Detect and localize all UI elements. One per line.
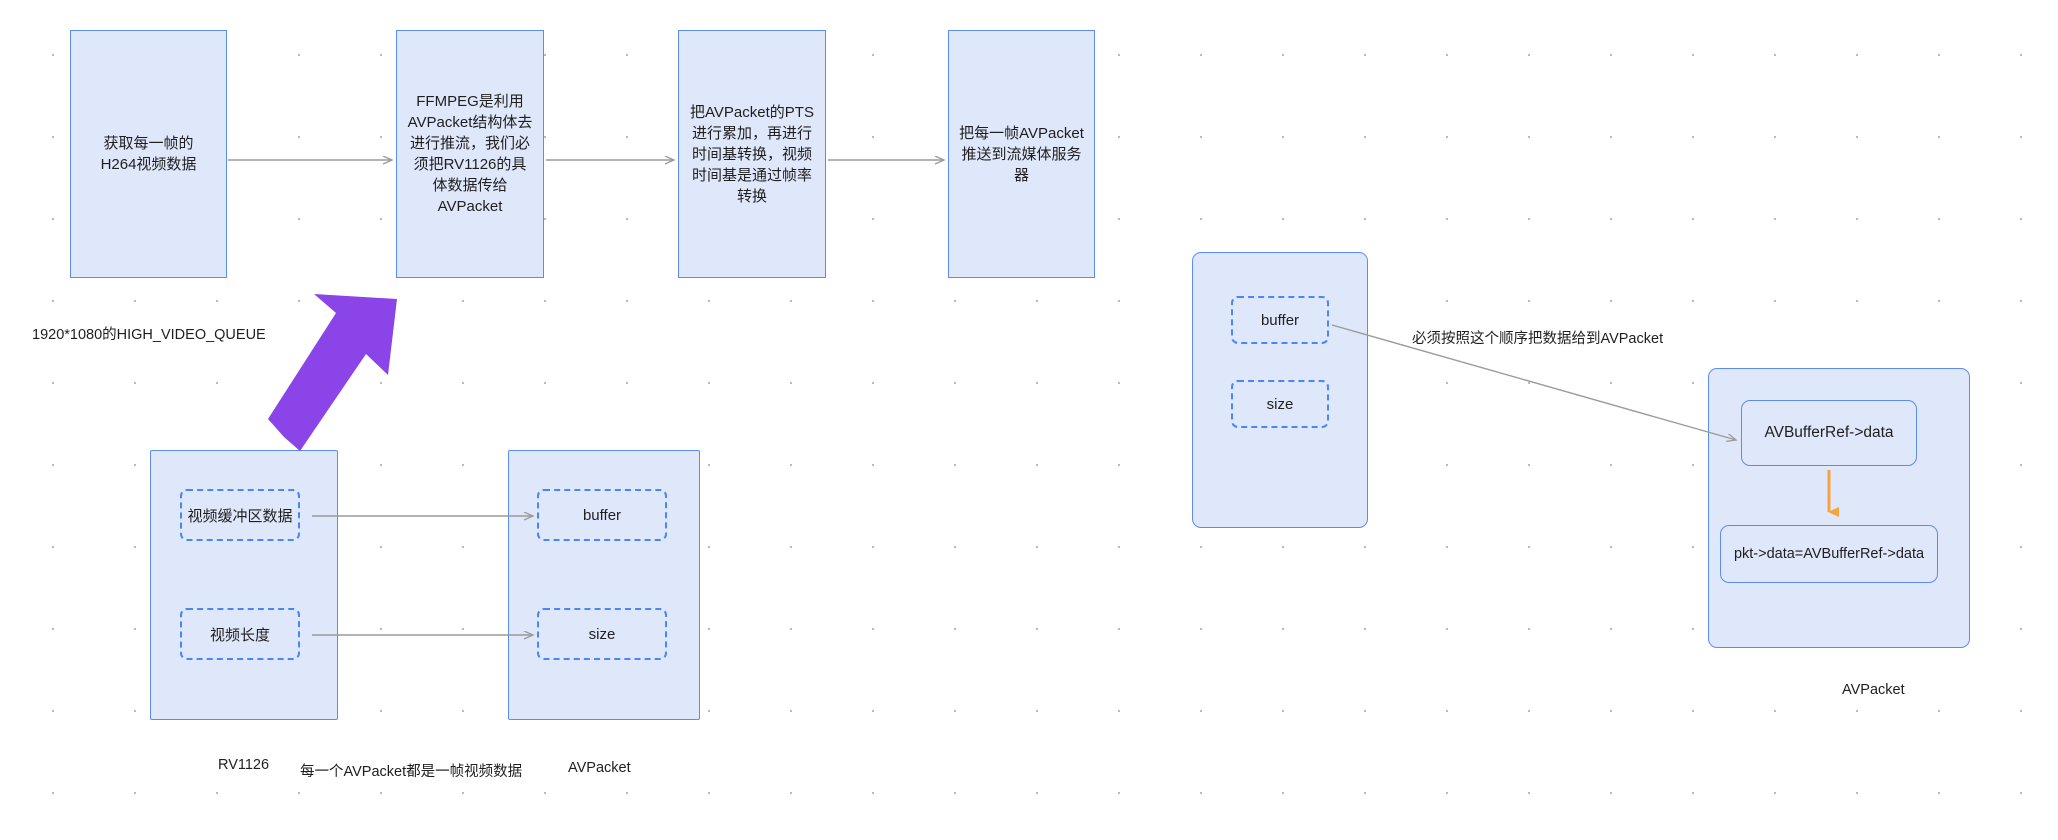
field-avpacket-mid-size[interactable]: size xyxy=(1231,380,1329,428)
field-avpacket-left-buffer-label: buffer xyxy=(582,506,622,524)
field-video-length-label: 视频长度 xyxy=(209,626,270,644)
flow-node-ffmpeg-label: FFMPEG是利用AVPacket结构体去进行推流，我们必须把RV1126的具体… xyxy=(407,93,533,215)
field-avpacket-left-buffer[interactable]: buffer xyxy=(537,489,667,541)
field-avpacket-left-size[interactable]: size xyxy=(537,608,667,660)
flow-node-ffmpeg[interactable]: FFMPEG是利用AVPacket结构体去进行推流，我们必须把RV1126的具体… xyxy=(396,30,544,278)
rv1126-caption: RV1126 xyxy=(218,757,270,773)
middle-note: 每一个AVPacket都是一帧视频数据 xyxy=(300,764,523,780)
order-note: 必须按照这个顺序把数据给到AVPacket xyxy=(1412,331,1664,347)
flow-node-pts-label: 把AVPacket的PTS进行累加，再进行时间基转换，视频时间基是通过帧率转换 xyxy=(690,103,814,205)
chip-avbufferref-data-label: AVBufferRef->data xyxy=(1764,424,1894,441)
field-video-buffer-data[interactable]: 视频缓冲区数据 xyxy=(180,489,300,541)
flow-node-capture[interactable]: 获取每一帧的H264视频数据 xyxy=(70,30,227,278)
highlight-arrow-purple xyxy=(268,294,397,451)
field-avpacket-left-size-label: size xyxy=(588,625,616,643)
field-video-buffer-data-label: 视频缓冲区数据 xyxy=(187,507,293,525)
avpacket-left-caption: AVPacket xyxy=(568,760,631,776)
flow-node-push-label: 把每一帧AVPacket推送到流媒体服务器 xyxy=(959,124,1084,184)
chip-pkt-data-assign-label: pkt->data=AVBufferRef->data xyxy=(1733,546,1925,562)
chip-avbufferref-data[interactable]: AVBufferRef->data xyxy=(1741,400,1917,466)
flow-node-pts[interactable]: 把AVPacket的PTS进行累加，再进行时间基转换，视频时间基是通过帧率转换 xyxy=(678,30,826,278)
queue-caption: 1920*1080的HIGH_VIDEO_QUEUE xyxy=(32,327,266,343)
avpacket-right-caption: AVPacket xyxy=(1842,682,1905,698)
field-avpacket-mid-buffer[interactable]: buffer xyxy=(1231,296,1329,344)
field-avpacket-mid-size-label: size xyxy=(1266,395,1294,413)
field-avpacket-mid-buffer-label: buffer xyxy=(1260,311,1300,329)
field-video-length[interactable]: 视频长度 xyxy=(180,608,300,660)
chip-pkt-data-assign[interactable]: pkt->data=AVBufferRef->data xyxy=(1720,525,1938,583)
flow-node-push[interactable]: 把每一帧AVPacket推送到流媒体服务器 xyxy=(948,30,1095,278)
flow-node-capture-label: 获取每一帧的H264视频数据 xyxy=(100,135,197,173)
